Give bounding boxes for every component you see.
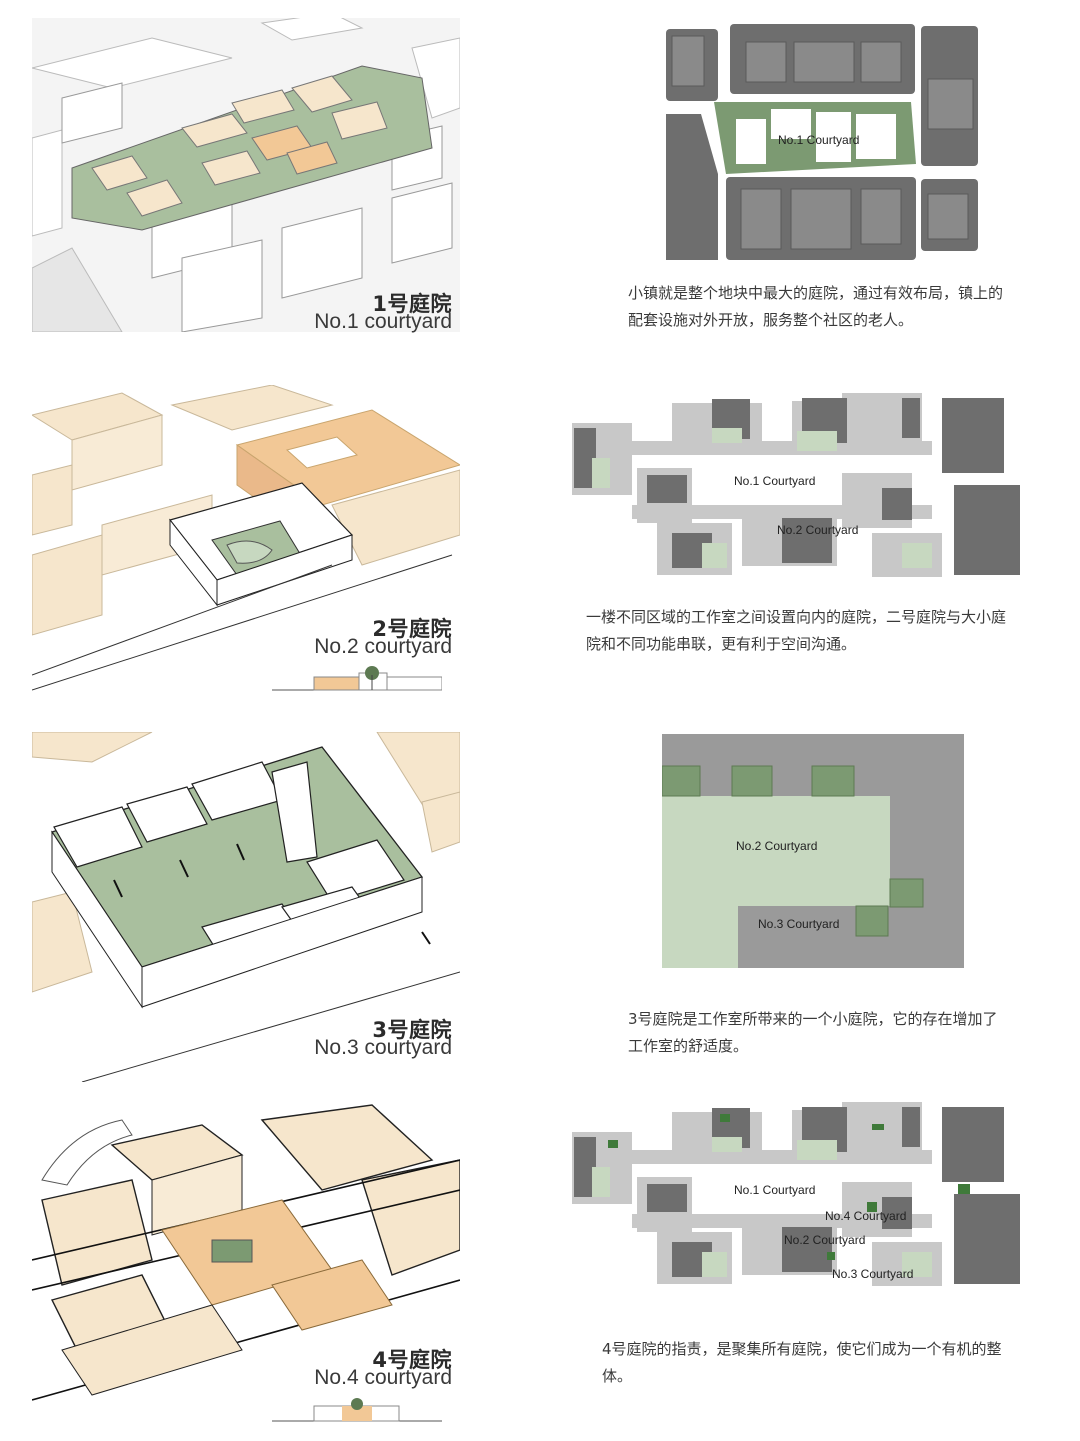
plan-label-no1-courtyard-4: No.1 Courtyard bbox=[734, 1183, 815, 1197]
site-plan-1: No.1 Courtyard bbox=[666, 24, 978, 260]
axon-drawing-2 bbox=[32, 385, 460, 699]
floor-plan-4: No.1 Courtyard No.4 Courtyard No.2 Court… bbox=[572, 1102, 1020, 1286]
plan-label-no2-courtyard: No.2 Courtyard bbox=[777, 523, 858, 537]
description-3: 3号庭院是工作室所带来的一个小庭院，它的存在增加了工作室的舒适度。 bbox=[628, 1010, 998, 1055]
courtyard-title-zh-2: 2号庭院 bbox=[372, 617, 452, 641]
plan-label-no1-courtyard-2: No.1 Courtyard bbox=[734, 474, 815, 488]
section-thumbnail-2 bbox=[272, 666, 442, 691]
plan-label-no2-courtyard-3: No.2 Courtyard bbox=[736, 839, 817, 853]
axon-diagram-1: 1号庭院 No.1 courtyard bbox=[32, 18, 460, 333]
plan-drawing-2: No.1 Courtyard No.2 Courtyard bbox=[572, 393, 1020, 577]
courtyard-title-en-1: No.1 courtyard bbox=[314, 310, 452, 333]
plan-label-no4-courtyard: No.4 Courtyard bbox=[825, 1209, 906, 1223]
floor-plan-2: No.1 Courtyard No.2 Courtyard bbox=[572, 393, 1020, 577]
plan-drawing-3: No.2 Courtyard No.3 Courtyard bbox=[662, 734, 964, 968]
courtyard-title-zh-1: 1号庭院 bbox=[372, 292, 452, 316]
axon-drawing-4 bbox=[32, 1100, 460, 1422]
courtyard-title-en-3: No.3 courtyard bbox=[314, 1036, 452, 1059]
description-4: 4号庭院的指责，是聚集所有庭院，使它们成为一个有机的整体。 bbox=[602, 1340, 1002, 1385]
axon-drawing-1 bbox=[32, 18, 460, 332]
axon-diagram-4: 4号庭院 No.4 courtyard bbox=[32, 1100, 460, 1422]
plan-drawing-4: No.1 Courtyard No.4 Courtyard No.2 Court… bbox=[572, 1102, 1020, 1286]
courtyard-title-en-4: No.4 courtyard bbox=[314, 1366, 452, 1389]
description-2: 一楼不同区域的工作室之间设置向内的庭院，二号庭院与大小庭院和不同功能串联，更有利… bbox=[586, 608, 1007, 653]
description-1: 小镇就是整个地块中最大的庭院，通过有效布局，镇上的配套设施对外开放，服务整个社区… bbox=[628, 284, 1004, 329]
plan-label-no1-courtyard: No.1 Courtyard bbox=[778, 133, 859, 147]
plan-label-no3-courtyard-4: No.3 Courtyard bbox=[832, 1267, 913, 1281]
section-thumbnail-4 bbox=[272, 1398, 442, 1422]
axon-diagram-3: 3号庭院 No.3 courtyard bbox=[32, 732, 460, 1082]
axon-diagram-2: 2号庭院 No.2 courtyard bbox=[32, 385, 460, 699]
axon-drawing-3 bbox=[32, 732, 460, 1082]
plan-label-no3-courtyard: No.3 Courtyard bbox=[758, 917, 839, 931]
plan-drawing-1: No.1 Courtyard bbox=[666, 24, 978, 260]
courtyard-plan-3: No.2 Courtyard No.3 Courtyard bbox=[662, 734, 964, 968]
courtyard-title-zh-4: 4号庭院 bbox=[372, 1348, 452, 1372]
courtyard-title-en-2: No.2 courtyard bbox=[314, 635, 452, 658]
courtyard-title-zh-3: 3号庭院 bbox=[372, 1018, 452, 1042]
plan-label-no2-courtyard-4: No.2 Courtyard bbox=[784, 1233, 865, 1247]
